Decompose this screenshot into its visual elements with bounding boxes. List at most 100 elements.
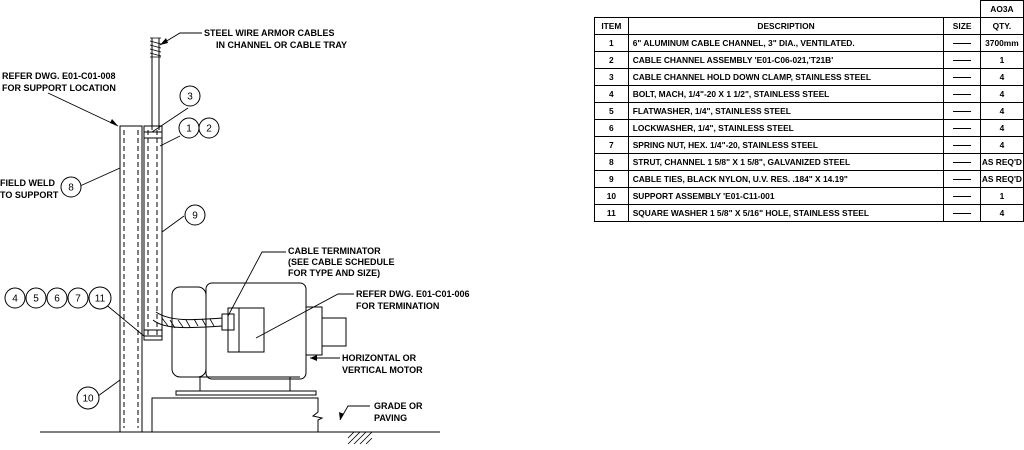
bom-description: FLATWASHER, 1/4", STAINLESS STEEL bbox=[627, 102, 945, 120]
size-dash bbox=[953, 111, 972, 113]
bom-col-description: DESCRIPTION bbox=[627, 17, 945, 35]
bom-quantity: 1 bbox=[979, 51, 1024, 69]
bom-size bbox=[943, 34, 981, 52]
support-column bbox=[119, 125, 143, 433]
size-dash bbox=[953, 145, 972, 147]
balloon-label: 7 bbox=[75, 294, 81, 305]
armored-cable bbox=[149, 37, 162, 130]
bom-description: STRUT, CHANNEL 1 5/8" X 1 5/8", GALVANIZ… bbox=[627, 153, 945, 171]
balloon-9: 9 bbox=[184, 204, 206, 226]
bom-quantity: 4 bbox=[979, 68, 1024, 86]
bom-item-number: 9 bbox=[594, 170, 629, 188]
bom-item-number: 3 bbox=[594, 68, 629, 86]
bom-quantity: 4 bbox=[979, 119, 1024, 137]
bom-size bbox=[943, 170, 981, 188]
bom-header-spacer bbox=[595, 1, 981, 18]
grade-hatch bbox=[347, 431, 373, 445]
cable-channel bbox=[143, 125, 163, 341]
bom-size bbox=[943, 119, 981, 137]
balloon-label: 5 bbox=[33, 294, 39, 305]
callout-motor: HORIZONTAL OR VERTICAL MOTOR bbox=[342, 353, 423, 375]
balloon-label: 4 bbox=[12, 294, 18, 305]
bom-item-number: 4 bbox=[594, 85, 629, 103]
bom-description: CABLE CHANNEL HOLD DOWN CLAMP, STAINLESS… bbox=[627, 68, 945, 86]
bom-col-item: ITEM bbox=[594, 17, 629, 35]
bom-size bbox=[943, 85, 981, 103]
bom-description: CABLE CHANNEL ASSEMBLY 'E01-C06-021,'T21… bbox=[627, 51, 945, 69]
size-dash bbox=[953, 196, 972, 198]
balloon-label: 1 bbox=[186, 124, 192, 135]
balloon-label: 6 bbox=[54, 294, 60, 305]
balloon-label: 11 bbox=[95, 294, 106, 305]
bom-description: BOLT, MACH, 1/4"-20 X 1 1/2", STAINLESS … bbox=[627, 85, 945, 103]
balloon-3: 3 bbox=[179, 85, 201, 107]
size-dash bbox=[953, 162, 972, 164]
bom-column-header-row: ITEM DESCRIPTION SIZE QTY. bbox=[594, 17, 1024, 35]
callout-steel-wire: STEEL WIRE ARMOR CABLES IN CHANNEL OR CA… bbox=[204, 28, 347, 50]
bom-item-number: 6 bbox=[594, 119, 629, 137]
size-dash bbox=[953, 94, 972, 96]
bom-item-number: 11 bbox=[594, 204, 629, 222]
callout-field-weld: FIELD WELD TO SUPPORT bbox=[0, 178, 59, 200]
bom-item-number: 10 bbox=[594, 187, 629, 205]
bom-quantity: 4 bbox=[979, 136, 1024, 154]
callout-refer-support: REFER DWG. E01-C01-008 FOR SUPPORT LOCAT… bbox=[2, 71, 118, 93]
bom-group-header: AO3A bbox=[979, 0, 1024, 18]
balloon-label: 8 bbox=[68, 183, 74, 194]
callout-cable-terminator: CABLE TERMINATOR (SEE CABLE SCHEDULE FOR… bbox=[288, 246, 397, 278]
callout-grade: GRADE OR PAVING bbox=[374, 401, 425, 423]
balloon-4: 4 bbox=[4, 287, 26, 309]
installation-drawing: 3 1 2 8 9 4 5 6 7 11 10 STEEL WIRE ARMOR… bbox=[0, 28, 472, 445]
balloon-11: 11 bbox=[88, 286, 112, 310]
size-dash bbox=[953, 77, 972, 79]
size-dash bbox=[953, 179, 972, 181]
bom-description: LOCKWASHER, 1/4", STAINLESS STEEL bbox=[627, 119, 945, 137]
bom-quantity: 3700mm bbox=[979, 34, 1024, 52]
bom-col-qty: QTY. bbox=[979, 17, 1024, 35]
bom-item-number: 8 bbox=[594, 153, 629, 171]
bom-quantity: AS REQ'D bbox=[979, 170, 1024, 188]
bom-size bbox=[943, 204, 981, 222]
bom-quantity: 1 bbox=[979, 187, 1024, 205]
bom-quantity: 4 bbox=[979, 204, 1024, 222]
bom-size bbox=[943, 187, 981, 205]
bom-item-number: 7 bbox=[594, 136, 629, 154]
balloon-7: 7 bbox=[67, 287, 89, 309]
arrowheads bbox=[110, 38, 344, 420]
bom-description: 6" ALUMINUM CABLE CHANNEL, 3" DIA., VENT… bbox=[627, 34, 945, 52]
bom-description: SPRING NUT, HEX. 1/4"-20, STAINLESS STEE… bbox=[627, 136, 945, 154]
balloon-label: 10 bbox=[82, 394, 94, 405]
bom-col-size: SIZE bbox=[943, 17, 981, 35]
bom-quantity: 4 bbox=[979, 102, 1024, 120]
balloon-2: 2 bbox=[198, 117, 220, 139]
balloon-label: 9 bbox=[192, 211, 198, 222]
balloon-5: 5 bbox=[25, 287, 47, 309]
bom-group-header-row: AO3A bbox=[595, 0, 1024, 18]
bom-description: CABLE TIES, BLACK NYLON, U.V. RES. .184"… bbox=[627, 170, 945, 188]
size-dash bbox=[953, 60, 972, 62]
balloon-1: 1 bbox=[178, 117, 200, 139]
balloon-label: 2 bbox=[206, 124, 212, 135]
leader-lines bbox=[47, 32, 370, 421]
size-dash bbox=[953, 43, 972, 45]
bom-size bbox=[943, 68, 981, 86]
balloon-6: 6 bbox=[46, 287, 68, 309]
bom-item-number: 1 bbox=[594, 34, 629, 52]
callout-refer-termination: REFER DWG. E01-C01-006 FOR TERMINATION bbox=[356, 289, 472, 311]
bom-size bbox=[943, 153, 981, 171]
bom-size bbox=[943, 102, 981, 120]
balloon-8: 8 bbox=[60, 176, 82, 198]
bom-item-number: 2 bbox=[594, 51, 629, 69]
cable-to-motor bbox=[152, 311, 235, 331]
